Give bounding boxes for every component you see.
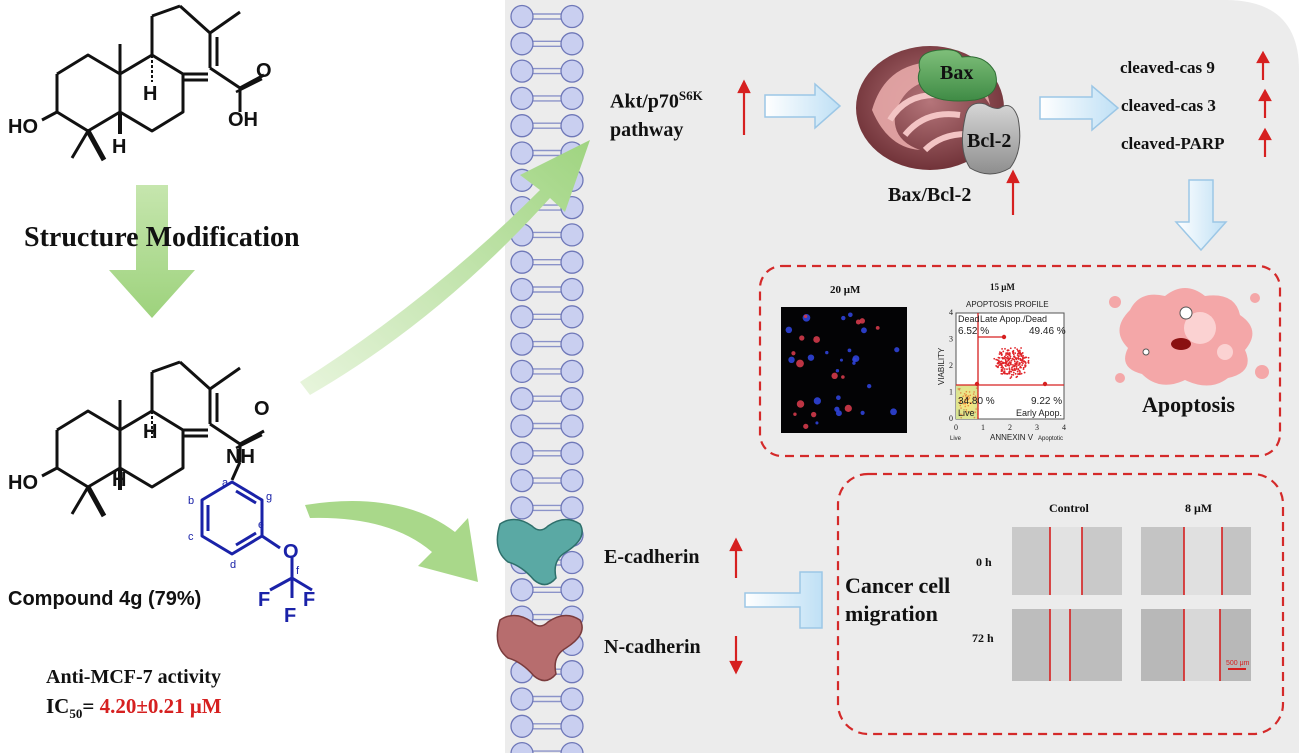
cleaved-parp-label: cleaved-PARP <box>1121 134 1225 153</box>
compound-label: Compound 4g (79%) <box>8 588 201 611</box>
stained-cells <box>785 312 900 429</box>
akt-label-line2: pathway <box>610 118 684 141</box>
apoptotic-cell-icon <box>1109 288 1269 386</box>
scale-bar-label: 500 μm <box>1226 660 1250 667</box>
akt-sup: S6K <box>678 88 703 103</box>
micrograph-title: 20 μM <box>830 284 861 296</box>
cleaved-cas9-label: cleaved-cas 9 <box>1120 58 1215 77</box>
inhibition-tee <box>744 571 823 629</box>
structure-modification-label: Structure Modification <box>24 222 300 253</box>
ic50-value: 4.20±0.21 μM <box>99 694 222 718</box>
atom-h-bottom-1: H <box>143 421 157 443</box>
flow-title: 15 μM <box>990 282 1015 292</box>
row-72h: 72 h <box>972 631 994 645</box>
svg-text:4: 4 <box>949 308 953 317</box>
migration-title-line1: Cancer cell <box>845 573 951 598</box>
svg-text:3: 3 <box>1035 423 1039 432</box>
quadrant-late: Late Apop./Dead <box>980 314 1047 324</box>
ring-label-g: g <box>266 491 272 503</box>
down-arrow <box>109 185 195 318</box>
atom-oh-top: OH <box>228 109 258 131</box>
ring-label-a: a <box>222 477 229 489</box>
wound-healing-images <box>1012 527 1251 681</box>
atom-ho-top: HO <box>8 116 38 138</box>
quadrant-late-pct: 49.46 % <box>1029 326 1066 337</box>
parent-compound-structure <box>41 4 265 162</box>
svg-text:4: 4 <box>1062 423 1066 432</box>
atom-o-ether: O <box>283 541 299 563</box>
ic50-sub: 50 <box>69 706 83 722</box>
svg-text:0: 0 <box>954 423 958 432</box>
ring-label-c: c <box>188 531 194 543</box>
compound-label-text: Compound 4g (79%) <box>8 588 202 610</box>
e-cadherin-icon <box>496 518 583 586</box>
trifluoromethoxyphenyl-ring <box>200 480 313 598</box>
flow-y-axis-label: VIABILITY <box>937 347 946 385</box>
svg-text:2: 2 <box>949 361 953 370</box>
ic50-prefix: IC <box>46 694 70 718</box>
ring-label-b: b <box>188 495 194 507</box>
flow-header: APOPTOSIS PROFILE <box>966 300 1049 309</box>
atom-h-top-2: H <box>112 136 126 158</box>
quadrant-dead-pct: 6.52 % <box>958 326 989 337</box>
flow-cytometry-plot <box>955 312 1065 420</box>
bcl2-label: Bcl-2 <box>967 130 1012 152</box>
cleaved-cas3-label: cleaved-cas 3 <box>1121 96 1216 115</box>
activity-title: Anti-MCF-7 activity <box>46 666 221 688</box>
col-dose: 8 μM <box>1185 501 1212 515</box>
quadrant-early-pct: 9.22 % <box>1031 396 1062 407</box>
svg-text:1: 1 <box>949 388 953 397</box>
ic50-line: IC50= 4.20±0.21 μM <box>46 694 222 722</box>
regulation-arrows <box>729 50 1272 675</box>
atom-nh: NH <box>226 446 255 468</box>
flow-x-live: Live <box>950 436 962 442</box>
bcl2-protein <box>961 102 1021 175</box>
quadrant-live: Live <box>958 408 975 418</box>
atom-f-2: F <box>303 589 315 611</box>
quadrant-early: Early Apop. <box>1016 408 1062 418</box>
n-cadherin-label: N-cadherin <box>604 636 701 658</box>
ring-label-f: f <box>296 565 300 577</box>
svg-text:1: 1 <box>981 423 985 432</box>
atom-o-top: O <box>256 60 272 82</box>
col-control: Control <box>1049 501 1089 515</box>
flow-x-apoptotic: Apoptotic <box>1038 436 1063 442</box>
atom-o-bottom: O <box>254 398 270 420</box>
n-cadherin-icon <box>496 614 583 682</box>
arrow-to-pathway <box>300 140 590 395</box>
ring-label-e: e <box>258 519 264 531</box>
bax-protein <box>917 49 997 102</box>
apoptosis-label: Apoptosis <box>1142 392 1235 417</box>
bax-label: Bax <box>940 62 974 84</box>
row-0h: 0 h <box>976 555 992 569</box>
atom-ho-bottom: HO <box>8 472 38 494</box>
migration-evidence-box <box>836 472 1285 736</box>
bax-bcl2-ratio-label: Bax/Bcl-2 <box>888 184 972 206</box>
arrow-to-migration <box>305 501 478 582</box>
ring-label-d: d <box>230 559 236 571</box>
cell-membrane <box>510 4 584 753</box>
svg-text:2: 2 <box>1008 423 1012 432</box>
migration-title-line2: migration <box>845 601 938 626</box>
compound-4g-structure <box>41 360 265 518</box>
migration-title: Cancer cell migration <box>845 572 950 628</box>
flow-arrows <box>744 82 1228 629</box>
ic50-equals: = <box>82 694 95 718</box>
quadrant-dead: Dead <box>958 314 980 324</box>
atom-h-top-1: H <box>143 83 157 105</box>
svg-text:0: 0 <box>949 414 953 423</box>
akt-label-line1: Akt/p70S6K <box>610 88 703 113</box>
svg-text:3: 3 <box>949 335 953 344</box>
akt-pathway-label: Akt/p70S6K pathway <box>610 82 703 144</box>
e-cadherin-label: E-cadherin <box>604 546 700 568</box>
atom-f-1: F <box>258 589 270 611</box>
quadrant-live-pct: 34.80 % <box>958 396 995 407</box>
flow-x-axis-label: ANNEXIN V <box>990 433 1034 442</box>
atom-h-bottom-2: H <box>112 469 126 491</box>
fluorescence-micrograph <box>781 307 907 433</box>
atom-f-3: F <box>284 605 296 627</box>
